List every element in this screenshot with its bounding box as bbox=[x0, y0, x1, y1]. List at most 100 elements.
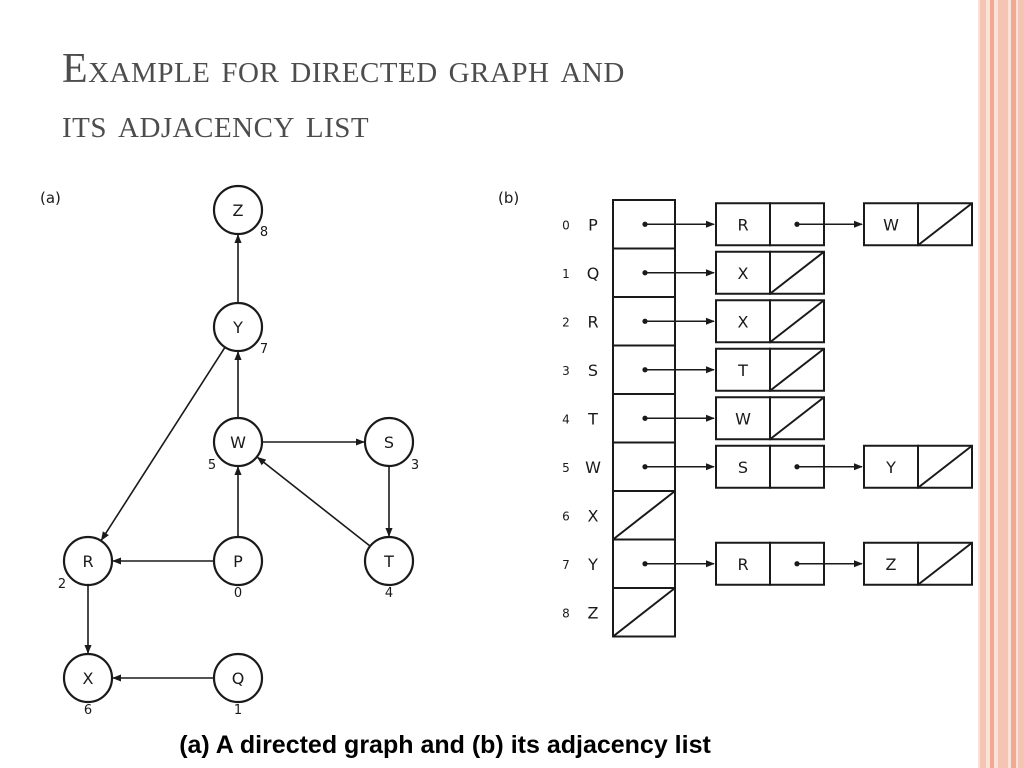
slide-title-line-1: Example for directed graph and bbox=[62, 46, 625, 92]
list-node-value-cell bbox=[715, 202, 771, 247]
list-node-p-r: R bbox=[715, 202, 863, 247]
row-vertex-t: T bbox=[587, 409, 598, 428]
row-vertex-r: R bbox=[587, 312, 598, 331]
list-node-w-y: Y bbox=[863, 444, 973, 489]
list-node-s-t: T bbox=[715, 347, 825, 392]
graph-node-z: Z8 bbox=[212, 184, 268, 240]
node-circle-z bbox=[212, 184, 264, 236]
list-node-label: X bbox=[738, 264, 749, 283]
null-pointer-slash bbox=[769, 396, 825, 441]
node-index-r: 2 bbox=[58, 577, 66, 592]
node-circle-y bbox=[212, 301, 264, 353]
null-pointer-z bbox=[612, 587, 676, 638]
node-index-y: 7 bbox=[260, 342, 268, 357]
adjacency-row-p: 0 P R W bbox=[562, 199, 973, 250]
list-node-label: Y bbox=[885, 458, 896, 477]
null-pointer-slash bbox=[917, 541, 973, 586]
node-label-w: W bbox=[230, 433, 246, 452]
graph-node-x: X6 bbox=[62, 652, 114, 718]
list-node-label: W bbox=[883, 215, 899, 234]
row-index-w: 5 bbox=[562, 461, 570, 475]
node-circle-q bbox=[212, 652, 264, 704]
slide-title: Example for directed graph and its adjac… bbox=[62, 42, 942, 152]
node-label-x: X bbox=[83, 669, 94, 688]
adjacency-row-y: 7 Y R Z bbox=[562, 538, 973, 589]
list-node-value-cell bbox=[863, 202, 919, 247]
list-node-q-x: X bbox=[715, 250, 825, 295]
row-index-q: 1 bbox=[562, 267, 570, 281]
row-vertex-q: Q bbox=[587, 264, 600, 283]
node-label-t: T bbox=[383, 552, 394, 571]
list-node-label: R bbox=[737, 555, 748, 574]
list-node-w-s: S bbox=[715, 444, 863, 489]
node-index-z: 8 bbox=[260, 225, 268, 240]
list-node-value-cell bbox=[715, 299, 771, 344]
node-index-s: 3 bbox=[411, 458, 419, 473]
node-circle-p bbox=[212, 535, 264, 587]
node-label-s: S bbox=[384, 433, 394, 452]
node-label-p: P bbox=[233, 552, 243, 571]
node-circle-r bbox=[62, 535, 114, 587]
list-node-value-cell bbox=[715, 347, 771, 392]
row-index-x: 6 bbox=[562, 509, 570, 523]
node-circle-t bbox=[363, 535, 415, 587]
list-node-label: X bbox=[738, 312, 749, 331]
list-node-y-z: Z bbox=[863, 541, 973, 586]
null-pointer-slash bbox=[769, 299, 825, 344]
panel-b-label: (b) bbox=[498, 189, 519, 207]
edge-y-to-r bbox=[100, 346, 226, 541]
node-label-z: Z bbox=[233, 201, 244, 220]
row-index-r: 2 bbox=[562, 315, 570, 329]
graph-node-q: Q1 bbox=[212, 652, 264, 718]
list-node-label: W bbox=[735, 409, 751, 428]
figure-caption: (a) A directed graph and (b) its adjacen… bbox=[179, 731, 711, 759]
adjacency-row-t: 4 T W bbox=[562, 393, 825, 444]
row-index-y: 7 bbox=[562, 558, 570, 572]
null-pointer-slash bbox=[917, 202, 973, 247]
node-label-r: R bbox=[82, 552, 93, 571]
list-node-value-cell bbox=[715, 396, 771, 441]
slide-title-line-2: its adjacency list bbox=[62, 101, 370, 147]
row-index-z: 8 bbox=[562, 606, 570, 620]
graph-node-y: Y7 bbox=[212, 301, 268, 357]
list-node-label: Z bbox=[886, 555, 897, 574]
row-index-p: 0 bbox=[562, 218, 570, 232]
null-pointer-slash bbox=[917, 444, 973, 489]
graph-node-w: W5 bbox=[208, 416, 264, 473]
node-index-t: 4 bbox=[385, 586, 393, 601]
node-circle-s bbox=[363, 416, 415, 468]
row-vertex-p: P bbox=[588, 215, 598, 234]
row-vertex-z: Z bbox=[588, 603, 599, 622]
null-pointer-slash bbox=[769, 347, 825, 392]
decorative-border-stripes bbox=[978, 0, 1024, 768]
node-index-w: 5 bbox=[208, 458, 216, 473]
panel-a-label: (a) bbox=[40, 189, 61, 207]
list-node-label: S bbox=[738, 458, 748, 477]
graph-node-s: S3 bbox=[363, 416, 419, 473]
list-node-p-w: W bbox=[863, 202, 973, 247]
row-vertex-y: Y bbox=[587, 555, 598, 574]
row-index-s: 3 bbox=[562, 364, 570, 378]
adjacency-row-q: 1 Q X bbox=[562, 247, 825, 298]
list-node-label: R bbox=[737, 215, 748, 234]
row-vertex-x: X bbox=[588, 506, 599, 525]
node-circle-w bbox=[212, 416, 264, 468]
adjacency-row-r: 2 R X bbox=[562, 296, 825, 347]
node-index-q: 1 bbox=[234, 703, 242, 718]
null-pointer-slash bbox=[769, 250, 825, 295]
list-node-r-x: X bbox=[715, 299, 825, 344]
node-index-x: 6 bbox=[84, 703, 92, 718]
node-label-y: Y bbox=[232, 318, 243, 337]
row-index-t: 4 bbox=[562, 412, 570, 426]
graph-node-r: R2 bbox=[58, 535, 114, 592]
edge-t-to-w bbox=[256, 456, 371, 547]
list-node-label: T bbox=[737, 361, 748, 380]
null-pointer-x bbox=[612, 490, 676, 541]
